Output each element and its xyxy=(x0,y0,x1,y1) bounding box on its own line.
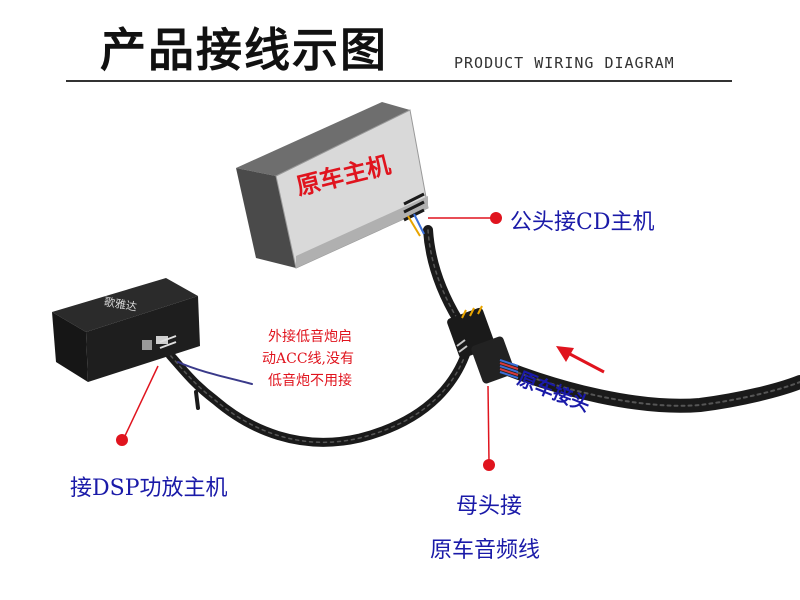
label-to-dsp: 接DSP功放主机 xyxy=(70,476,228,501)
pointer-dot-dsp xyxy=(116,434,128,446)
label-subwoofer-line3: 低音炮不用接 xyxy=(268,373,352,389)
pointer-dot-female xyxy=(483,459,495,471)
pointer-dot-head-unit xyxy=(490,212,502,224)
subwoofer-acc-wire xyxy=(177,361,253,385)
label-subwoofer-line1: 外接低音炮启 xyxy=(268,329,352,345)
cable-bundle xyxy=(165,225,800,447)
label-female-line2: 原车音频线 xyxy=(430,538,541,563)
label-subwoofer-line2: 动ACC线,没有 xyxy=(262,351,354,367)
title-divider xyxy=(66,80,732,82)
page-title: 产品接线示图 xyxy=(100,23,388,77)
callout-pointers xyxy=(116,212,502,471)
dsp-amplifier-device xyxy=(52,278,200,382)
page-subtitle: PRODUCT WIRING DIAGRAM xyxy=(454,54,675,72)
head-unit-cable xyxy=(423,225,463,325)
label-female-line1: 母头接 xyxy=(456,494,523,519)
direction-arrow-icon xyxy=(556,346,605,374)
head-unit-device xyxy=(236,102,429,269)
label-male-to-cd: 公头接CD主机 xyxy=(510,210,655,235)
harness-connector xyxy=(447,305,519,384)
